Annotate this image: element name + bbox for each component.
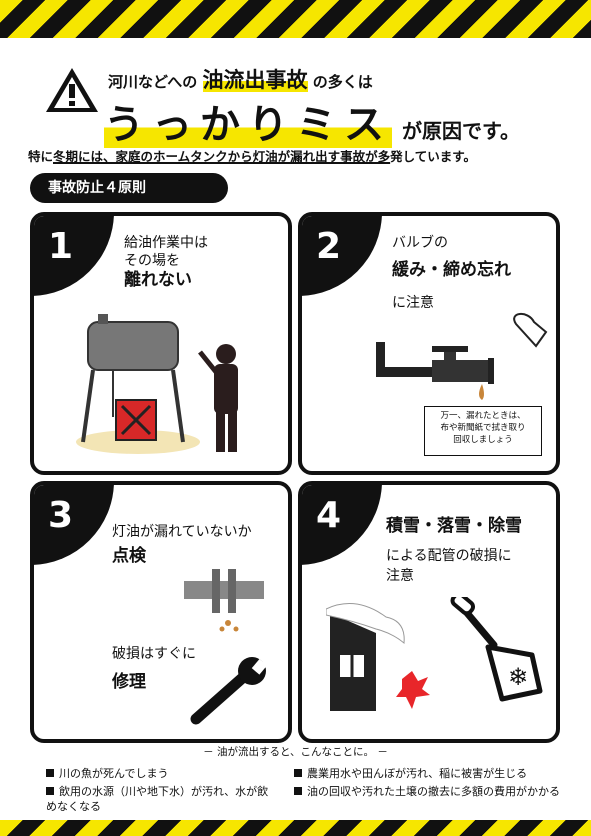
list-item: 飲用の水源（川や地下水）が汚れ、水が飲めなくなる [46,785,269,813]
panel-text: バルブの [392,235,448,251]
tank-illustration [76,314,238,454]
valve-illustration [376,313,548,400]
svg-text:❄: ❄ [508,663,528,691]
subtitle: 特に冬期には、家庭のホームタンクから灯油が漏れ出す事故が多発しています。 [28,149,477,164]
headline-main: うっかりミス [104,102,392,148]
section-label: 事故防止４原則 [30,173,228,203]
footer-title: － 油が流出すると、こんなことに。 － [203,746,388,758]
panel-text: 灯油が漏れていないか [112,524,252,540]
panel-1: 1 給油作業中は その場を 離れない [30,212,292,475]
wrench-icon [190,657,268,725]
panel-number: 4 [316,495,342,536]
snow-shovel-icon: ❄ [450,597,543,702]
panel-number: 2 [316,226,342,267]
panel-2: 2 バルブの 緩み・締め忘れ に注意 万一、漏れたときは、布や新聞紙で拭き取り回… [298,212,560,475]
headline-emphasis: 油流出事故 [202,68,308,92]
list-item: 川の魚が死んでしまう [46,766,286,781]
panel-number: 1 [48,226,74,267]
panel-bold-text: 緩み・締め忘れ [392,260,511,280]
headline-line1: 河川などへの 油流出事故 の多くは [108,68,373,92]
note-box: 万一、漏れたときは、布や新聞紙で拭き取り回収しましょう [424,406,542,456]
snowy-house-illustration [326,603,430,711]
panel-bold-text: 離れない [124,270,192,290]
pipe-leak-illustration [184,569,264,632]
panel-bold-text: 点検 [112,546,146,566]
warning-icon [46,68,98,112]
panel-3: 3 灯油が漏れていないか 点検 破損はすぐに 修理 [30,481,292,743]
panel-bold-text: 修理 [112,672,146,692]
hazard-stripe-bottom [0,820,591,836]
hazard-stripe-top [0,0,591,38]
panel-text: その場を [124,253,180,269]
headline-line2: うっかりミスが原因です。 [104,102,520,148]
list-item: 農業用水や田んぼが汚れ、稲に被害が生じる [294,766,574,781]
panel-bold-text: 積雪・落雪・除雪 [386,516,522,536]
panel-text: 注意 [386,568,414,584]
panel-text: 破損はすぐに [112,646,196,662]
panel-4: 4 積雪・落雪・除雪 による配管の破損に 注意 ❄ [298,481,560,743]
panel-text: に注意 [392,295,434,311]
panel-number: 3 [48,495,74,536]
panel-text: 給油作業中は [124,235,208,251]
list-item: 油の回収や汚れた土壌の撤去に多額の費用がかかる [294,784,564,799]
panel-text: による配管の破損に [386,548,512,564]
